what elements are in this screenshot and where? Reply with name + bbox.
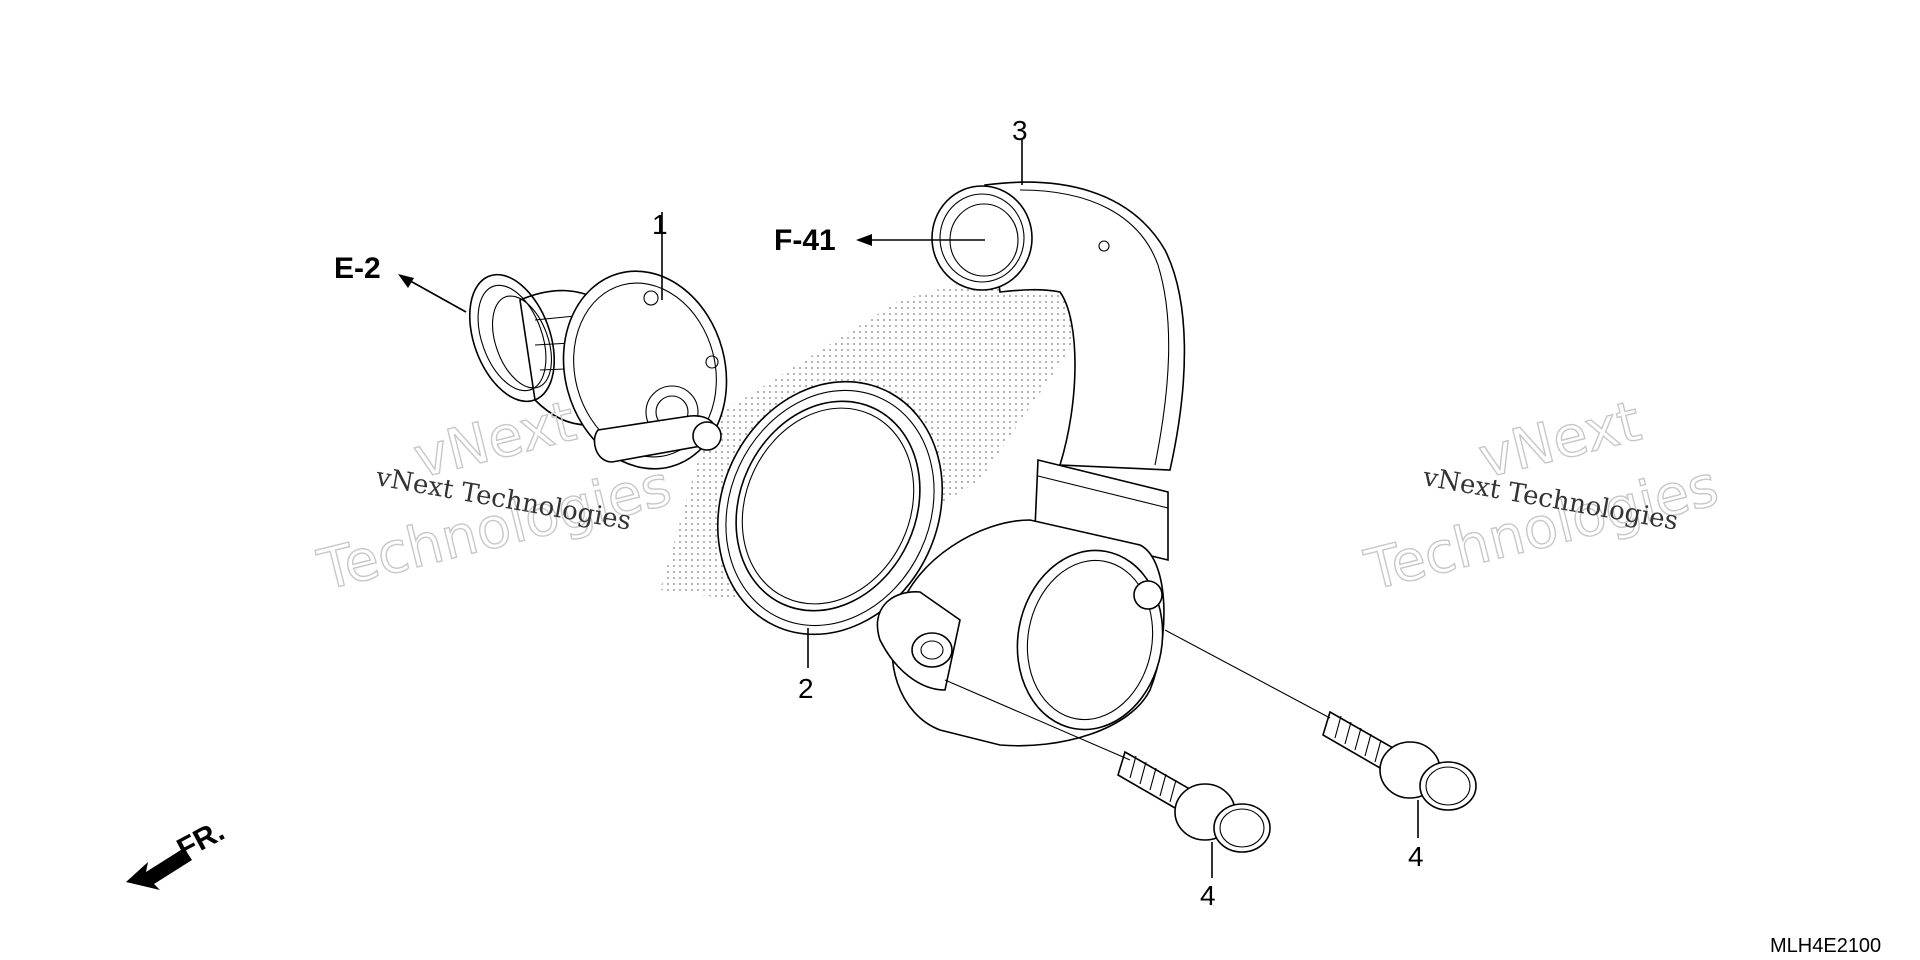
front-direction-arrow [126, 848, 192, 890]
reference-f41[interactable]: F-41 [774, 224, 836, 257]
callout-1: 1 [652, 209, 668, 240]
callout-4-left: 4 [1200, 880, 1216, 911]
callout-3: 3 [1012, 115, 1028, 146]
callout-4-right: 4 [1408, 841, 1424, 872]
reference-e2[interactable]: E-2 [334, 252, 381, 285]
water-hose-joint-part [876, 140, 1186, 747]
diagram-code: MLH4E2100 [1770, 935, 1881, 957]
gasket-part [716, 380, 944, 668]
watermark-right: vNext Technologies vNext Technologies [1358, 388, 1725, 604]
f41-reference-arrow [856, 234, 985, 246]
thermostat-part [468, 212, 728, 470]
bolt-right-part [1164, 629, 1477, 838]
callout-2: 2 [798, 673, 814, 704]
e2-reference-arrow [398, 274, 467, 313]
bolt-left-part [944, 679, 1271, 878]
